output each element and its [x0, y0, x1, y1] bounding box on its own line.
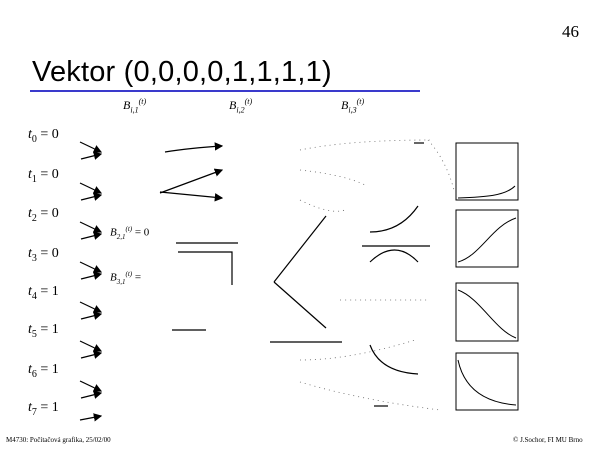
arrow-b2-rise — [159, 168, 224, 194]
b3-step — [178, 251, 233, 285]
arrow-k5-a — [79, 340, 103, 352]
slide-title: Vektor (0,0,0,0,1,1,1,1) — [32, 56, 332, 88]
arrow-k4-b — [80, 311, 103, 320]
knot-row-5: t5 = 1 — [28, 322, 59, 340]
cubic-curve-4 — [457, 359, 517, 406]
column-header-order-2: Bi,2(t) — [229, 97, 253, 115]
arrow-b2-flat — [159, 191, 224, 202]
arrow-k4-a — [79, 301, 103, 313]
knot-row-6: t6 = 1 — [28, 362, 59, 380]
cubic-curve-1 — [457, 185, 516, 199]
arrow-k3-a — [79, 261, 103, 273]
basis-label-b21: B2,1(t) = 0 — [110, 225, 150, 241]
cubic-plot-4 — [455, 352, 519, 411]
quad-mid — [369, 249, 419, 263]
arrow-k0-a — [79, 141, 103, 153]
title-underline — [30, 90, 420, 92]
footer-left: M4730: Počítačová grafika, 25/02/00 — [6, 436, 111, 444]
knot-row-4: t4 = 1 — [28, 284, 59, 302]
arrow-k6-a — [79, 380, 103, 392]
arrow-k0-b — [80, 151, 103, 160]
knot-row-7: t7 = 1 — [28, 400, 59, 418]
arrow-k7-a — [79, 413, 103, 422]
cubic-curve-2 — [457, 217, 517, 263]
footer-right: © J.Sochor, FI MU Brno — [513, 436, 583, 444]
arrow-b2-top — [164, 142, 224, 153]
quad-rise — [369, 205, 419, 233]
basis-label-b31: B3,1(t) = — [110, 270, 142, 286]
arrow-k2-b — [80, 231, 103, 240]
knot-row-1: t1 = 0 — [28, 167, 59, 185]
arrow-k1-b — [80, 192, 103, 201]
quad-fall — [369, 344, 419, 375]
column-header-order-3: Bi,3(t) — [341, 97, 365, 115]
cubic-plot-1 — [455, 142, 519, 201]
page-number: 46 — [562, 22, 579, 41]
knot-row-0: t0 = 0 — [28, 127, 59, 145]
arrow-k6-b — [80, 390, 103, 399]
linear-fall — [273, 281, 327, 329]
cubic-plot-3 — [455, 282, 519, 342]
linear-rise — [273, 215, 327, 283]
arrow-k1-a — [79, 182, 103, 194]
knot-row-2: t2 = 0 — [28, 206, 59, 224]
arrow-k2-a — [79, 221, 103, 233]
arrow-k3-b — [80, 271, 103, 280]
knot-row-3: t3 = 0 — [28, 246, 59, 264]
arrow-k5-b — [80, 350, 103, 359]
column-header-order-1: Bi,1(t) — [123, 97, 147, 115]
cubic-plot-2 — [455, 209, 519, 268]
cubic-curve-3 — [457, 289, 517, 339]
